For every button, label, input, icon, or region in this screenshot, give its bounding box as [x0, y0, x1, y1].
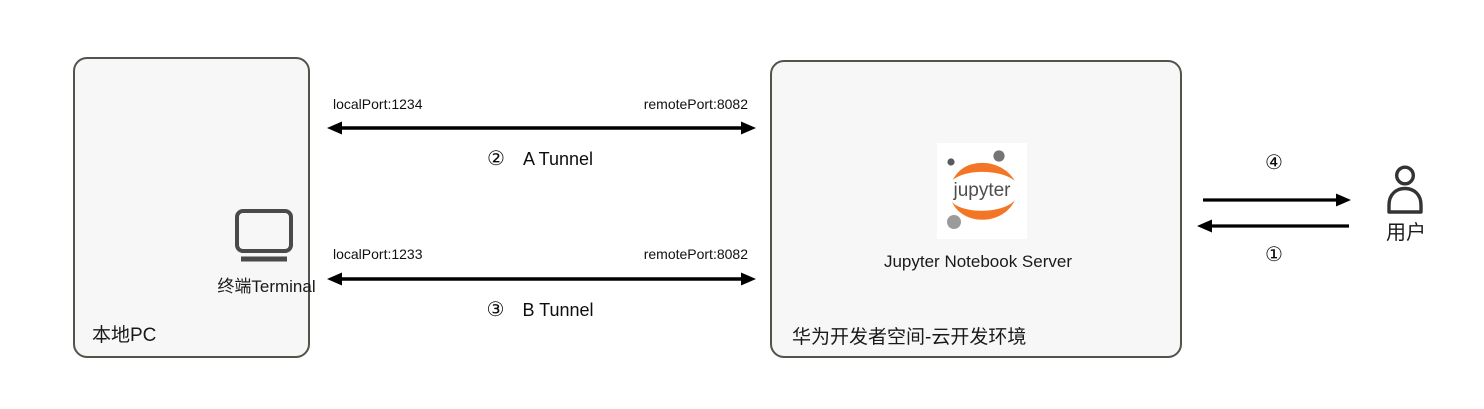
tunnel-b-caption: ③ B Tunnel [430, 298, 650, 322]
server-label: Jupyter Notebook Server [883, 252, 1073, 271]
tunnel-a-caption: ② A Tunnel [430, 147, 650, 171]
tunnel-a-double-arrow-icon [327, 121, 756, 135]
user-label: 用户 [1386, 222, 1426, 244]
cloud-env-box: jupyter Jupyter Notebook Server 华为开发者空间-… [770, 60, 1182, 358]
tunnel-b-double-arrow-icon [327, 272, 756, 286]
tunnel-a-label: A Tunnel [522, 149, 593, 169]
tunnel-b-local-port-label: localPort:1233 [333, 246, 423, 262]
tunnel-b-remote-port-label: remotePort:8082 [643, 246, 748, 262]
tunnel-a-remote-port-label: remotePort:8082 [643, 96, 748, 112]
from-user-arrow-icon [1197, 219, 1349, 233]
monitor-icon [235, 209, 293, 262]
user-icon [1387, 165, 1423, 214]
jupyter-logo-icon: jupyter [937, 143, 1027, 239]
local-pc-title: 本地PC [92, 325, 157, 346]
tunnel-b-label: B Tunnel [522, 300, 594, 320]
to-user-step-badge: ④ [1265, 152, 1283, 174]
tunnel-b-step-badge: ③ [486, 299, 505, 321]
tunnel-a-local-port-label: localPort:1234 [333, 96, 423, 112]
to-user-arrow-icon [1203, 193, 1351, 207]
local-pc-box: 终端Terminal 本地PC [73, 57, 316, 358]
from-user-step-badge: ① [1265, 244, 1283, 266]
terminal-label: 终端Terminal [217, 277, 316, 296]
cloud-env-title: 华为开发者空间-云开发环境 [792, 327, 1027, 348]
jupyter-logo-text: jupyter [952, 180, 1011, 201]
tunnel-a-step-badge: ② [487, 148, 505, 170]
